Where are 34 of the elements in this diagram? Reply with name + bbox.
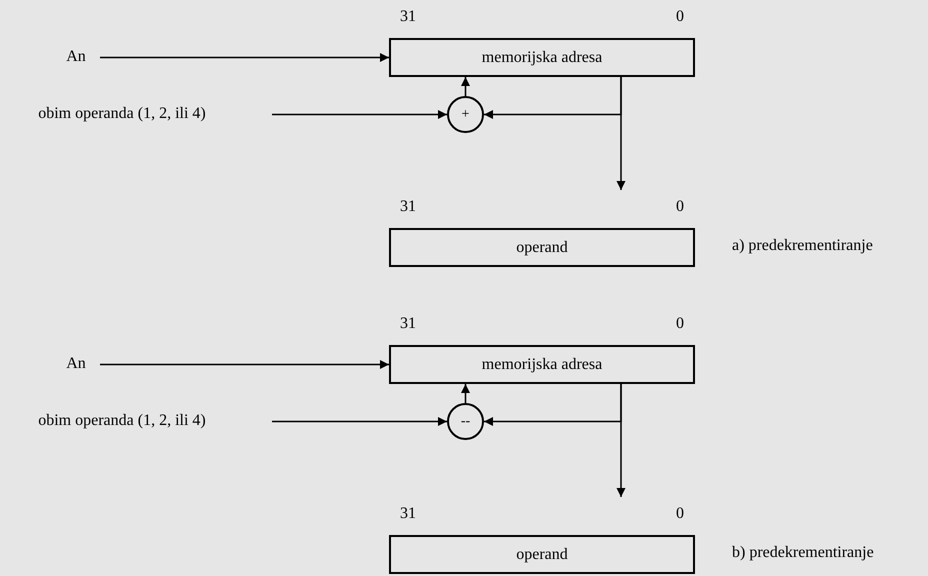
bit-index: 0 (676, 198, 684, 216)
bit-index: 31 (400, 315, 416, 333)
bit-index: 31 (400, 198, 416, 216)
arrow (100, 360, 389, 369)
adder-circle (447, 96, 484, 133)
bit-index: 0 (676, 315, 684, 333)
adder-circle (447, 403, 484, 440)
memory-address-register (389, 345, 695, 384)
arrow (616, 77, 626, 190)
memory-address-register (389, 38, 695, 77)
operand-size-label: obim operanda (1, 2, ili 4) (4, 409, 240, 433)
bit-index: 0 (676, 505, 684, 523)
arrow (461, 77, 470, 96)
operator-symbol: + (462, 106, 470, 122)
operator-symbol: -- (460, 414, 470, 430)
arrow (272, 110, 447, 119)
register-name: operand (516, 546, 568, 564)
operand-register (389, 535, 695, 574)
operand-register (389, 228, 695, 267)
register-name: operand (516, 238, 568, 256)
register-name: memorijska adresa (482, 48, 602, 66)
operand-size-label: obim operanda (1, 2, ili 4) (4, 102, 240, 126)
register-label: An (56, 45, 96, 69)
bit-index: 31 (400, 505, 416, 523)
arrow (461, 384, 470, 403)
mode-caption: b) predekrementiranje (732, 544, 874, 562)
arrow (272, 417, 447, 426)
bit-index: 0 (676, 8, 684, 26)
arrow (100, 53, 389, 62)
bit-index: 31 (400, 8, 416, 26)
register-label: An (56, 352, 96, 376)
register-name: memorijska adresa (482, 356, 602, 374)
mode-caption: a) predekrementiranje (732, 237, 873, 255)
arrow (616, 384, 626, 497)
